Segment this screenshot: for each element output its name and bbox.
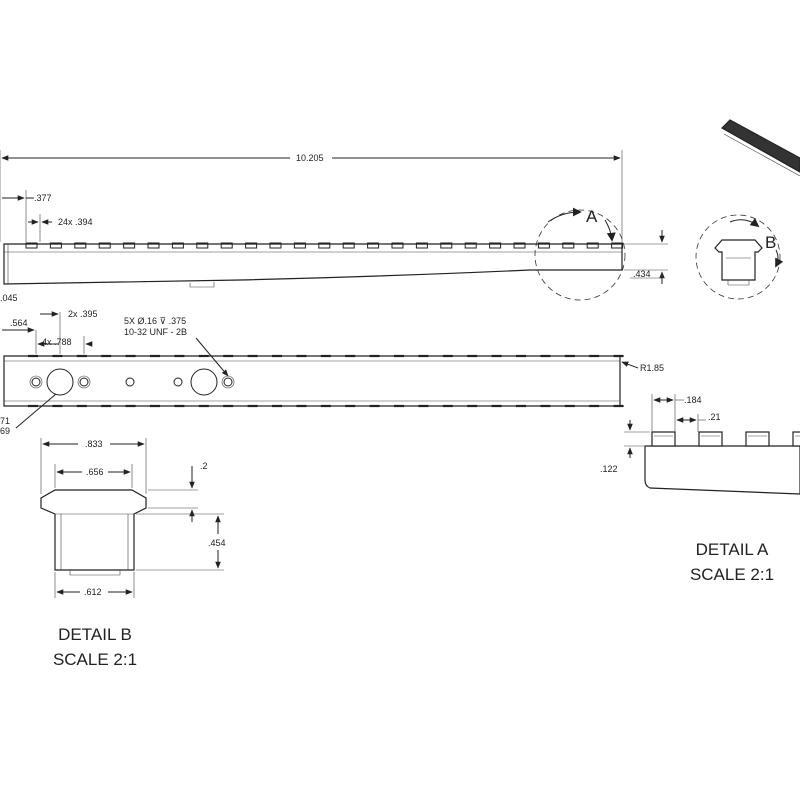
detail-b: .833 .656 .2 .454 .612 DETAIL B SCALE 2:… [40,438,226,669]
dim-2: .2 [200,461,208,471]
slot [415,242,428,249]
isometric-view [721,119,800,177]
section-view: B [695,214,784,300]
slot [391,242,404,249]
hole-note-line2: 10-32 UNF - 2B [124,327,187,337]
detail-slot [745,431,770,447]
detail-slot [651,431,676,447]
detail-a-title: DETAIL A [696,540,769,559]
dim-122: .122 [600,464,618,474]
dim-overall-length: 10.205 [296,153,324,163]
slot [562,242,575,249]
slot [537,242,550,249]
dim-21: .21 [708,412,721,422]
slot [196,242,209,249]
dim-184: .184 [684,395,702,405]
slot [123,242,136,249]
dim-564: .564 [10,318,28,328]
detail-a-slots [651,431,800,447]
dim-4x788: 4x .788 [42,337,72,347]
slot [74,242,87,249]
hole [223,377,233,387]
slot [171,242,184,249]
dim-partial-69: 69 [0,426,10,436]
dim-end-height: .434 [633,269,651,279]
dim-833: .833 [85,439,103,449]
slot [611,242,624,249]
slot [25,242,38,249]
detail-a-profile [644,445,800,495]
slot [98,242,111,249]
rail-slots [25,242,624,249]
large-hole [46,368,74,396]
detail-b-circle [695,214,781,300]
hole [173,377,183,387]
front-view: .564 2x .395 4x .788 5X Ø.16 ⊽ .375 10-3… [0,309,664,436]
detail-b-profile [40,489,147,571]
slot [269,242,282,249]
slot [49,242,62,249]
large-hole [190,368,218,396]
slot [464,242,477,249]
slot [318,242,331,249]
slot [245,242,258,249]
rail-serrations [28,354,624,408]
dim-partial-71: 71 [0,416,10,426]
detail-slot [698,431,723,447]
slot [489,242,502,249]
detail-b-scale: SCALE 2:1 [53,650,137,669]
detail-b-callout: B [765,233,776,252]
detail-slot [792,431,800,447]
slot [293,242,306,249]
slot [147,242,160,249]
dim-partial-045: .045 [0,293,18,303]
dim-2x395: 2x .395 [68,309,98,319]
slot [440,242,453,249]
detail-b-title: DETAIL B [58,625,132,644]
top-view: 10.205 .377 24x .394 .434 .045 A [0,150,668,303]
dim-454: .454 [208,538,226,548]
slot [342,242,355,249]
dim-656: .656 [86,467,104,477]
detail-a-scale: SCALE 2:1 [690,565,774,584]
hole [79,377,89,387]
slot [367,242,380,249]
detail-a-callout: A [586,207,598,226]
hole-note-line1: 5X Ø.16 ⊽ .375 [124,316,186,326]
slot [513,242,526,249]
rail-top-face [3,355,621,407]
hole [125,377,135,387]
slot [586,242,599,249]
slot [220,242,233,249]
rail-side-profile [3,243,623,285]
dim-612: .612 [84,587,102,597]
detail-a: .184 .21 .122 DETAIL A SCALE 2:1 [600,394,800,584]
dim-first-slot: .377 [34,193,52,203]
dim-slot-spacing: 24x .394 [58,217,93,227]
radius-note: R1.85 [640,363,664,373]
hole [31,377,41,387]
